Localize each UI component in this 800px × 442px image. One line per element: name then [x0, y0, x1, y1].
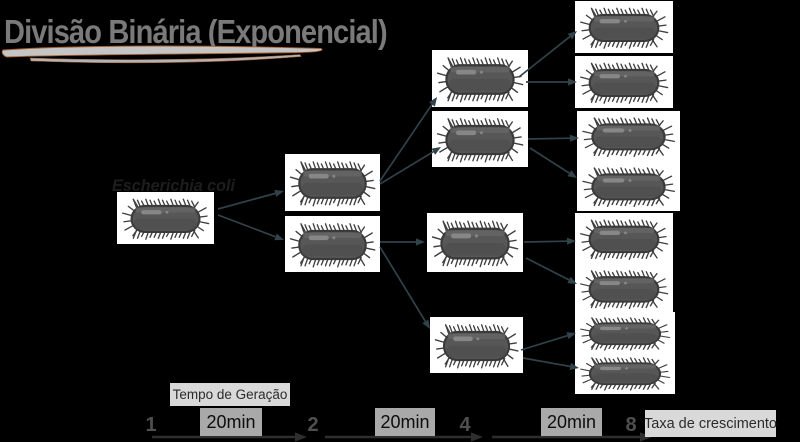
- slide-title: Divisão Binária (Exponencial): [4, 13, 388, 50]
- generation-time-label: Tempo de Geração: [170, 383, 290, 406]
- bacterium-box: [117, 192, 214, 244]
- bacterium-box: [432, 50, 528, 107]
- bacterium-box: [430, 317, 523, 373]
- bacterium-icon: [575, 352, 675, 394]
- bacterium-icon: [117, 192, 214, 244]
- growth-rate-label: Taxa de crescimento: [644, 410, 777, 437]
- bacterium-icon: [285, 154, 380, 211]
- bacterium-icon: [577, 111, 680, 161]
- interval-box-1: 20min: [200, 408, 262, 436]
- bacterium-icon: [285, 216, 380, 272]
- bacterium-box: [575, 264, 673, 313]
- bacterium-box: [285, 216, 380, 272]
- bacterium-box: [575, 56, 673, 108]
- bacterium-box: [432, 111, 528, 167]
- bacterium-icon: [427, 213, 523, 272]
- bacterium-box: [577, 161, 680, 211]
- interval-box-3: 20min: [541, 408, 602, 436]
- bacterium-icon: [575, 56, 673, 108]
- bacterium-icon: [432, 50, 528, 107]
- bacterium-icon: [575, 213, 673, 264]
- count-1: 1: [145, 414, 157, 436]
- bacterium-box: [575, 1, 673, 53]
- bacterium-icon: [575, 264, 673, 313]
- count-8: 8: [625, 414, 637, 436]
- bacterium-icon: [575, 1, 673, 53]
- organism-label: Escherichia coli: [112, 176, 235, 195]
- bacterium-box: [427, 213, 523, 272]
- bacterium-box: [575, 213, 673, 264]
- count-4: 4: [459, 414, 471, 436]
- bacterium-box: [577, 111, 680, 161]
- count-2: 2: [307, 414, 319, 436]
- bacterium-icon: [432, 111, 528, 167]
- bacterium-icon: [430, 317, 523, 373]
- interval-box-2: 20min: [375, 408, 435, 436]
- bacterium-box: [575, 352, 675, 394]
- bacterium-icon: [577, 161, 680, 211]
- title-underline-swoosh: [1, 45, 323, 64]
- bacterium-box: [285, 154, 380, 211]
- bacterium-icon: [575, 312, 675, 354]
- bacterium-box: [575, 312, 675, 354]
